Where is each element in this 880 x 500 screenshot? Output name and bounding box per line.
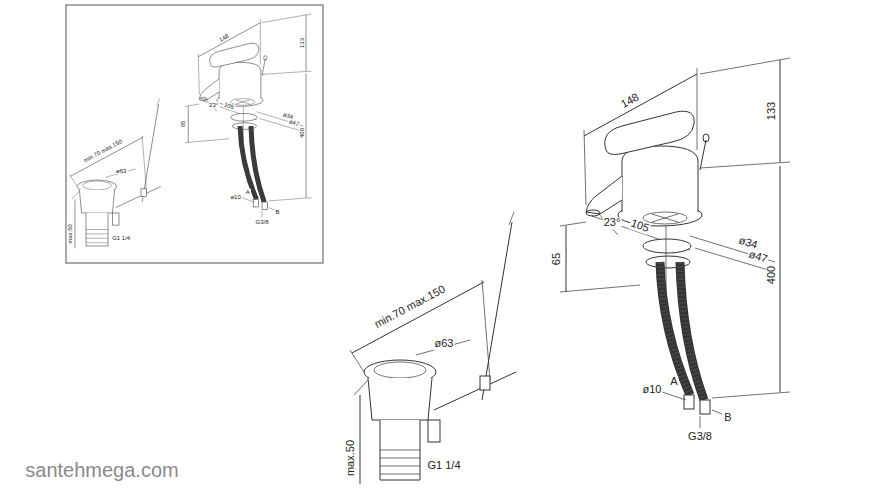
dimension-label: G3/8: [687, 431, 713, 443]
dimension-label: ø10: [642, 384, 663, 396]
dimension-label: 148: [217, 32, 231, 43]
dimension-label: 400: [298, 127, 304, 139]
dimension-label: G1 1/4: [111, 235, 131, 241]
dimension-label: 133: [766, 101, 778, 121]
dimension-label: 23°: [603, 217, 622, 229]
inset-frame: [66, 5, 323, 263]
dimension-label: 65: [551, 252, 563, 266]
dimension-label: 23°: [208, 101, 219, 107]
dimension-label: ø63: [434, 338, 455, 350]
dimension-label: G1 1/4: [426, 460, 461, 472]
dimension-label: 400: [766, 265, 778, 285]
dimension-label: ø34: [736, 234, 759, 251]
dimension-label: B: [274, 209, 280, 215]
dimension-label: 133: [298, 37, 304, 49]
dimension-label: B: [723, 412, 732, 424]
dimension-label: max.50: [345, 439, 357, 477]
dimension-label: 65: [180, 120, 186, 129]
dimension-label: A: [669, 376, 678, 388]
dimension-label: ø10: [229, 193, 241, 199]
dimension-label: G3/8: [254, 219, 269, 225]
inset-view: [70, 14, 312, 248]
main-view: [350, 58, 790, 484]
dimension-label: 148: [618, 91, 641, 111]
dimension-label: ø47: [746, 248, 769, 265]
dimension-label: max.50: [67, 223, 73, 245]
dimension-label: A: [245, 189, 251, 195]
dimension-label: ø63: [115, 168, 127, 174]
watermark: santehmega.com: [24, 460, 179, 481]
